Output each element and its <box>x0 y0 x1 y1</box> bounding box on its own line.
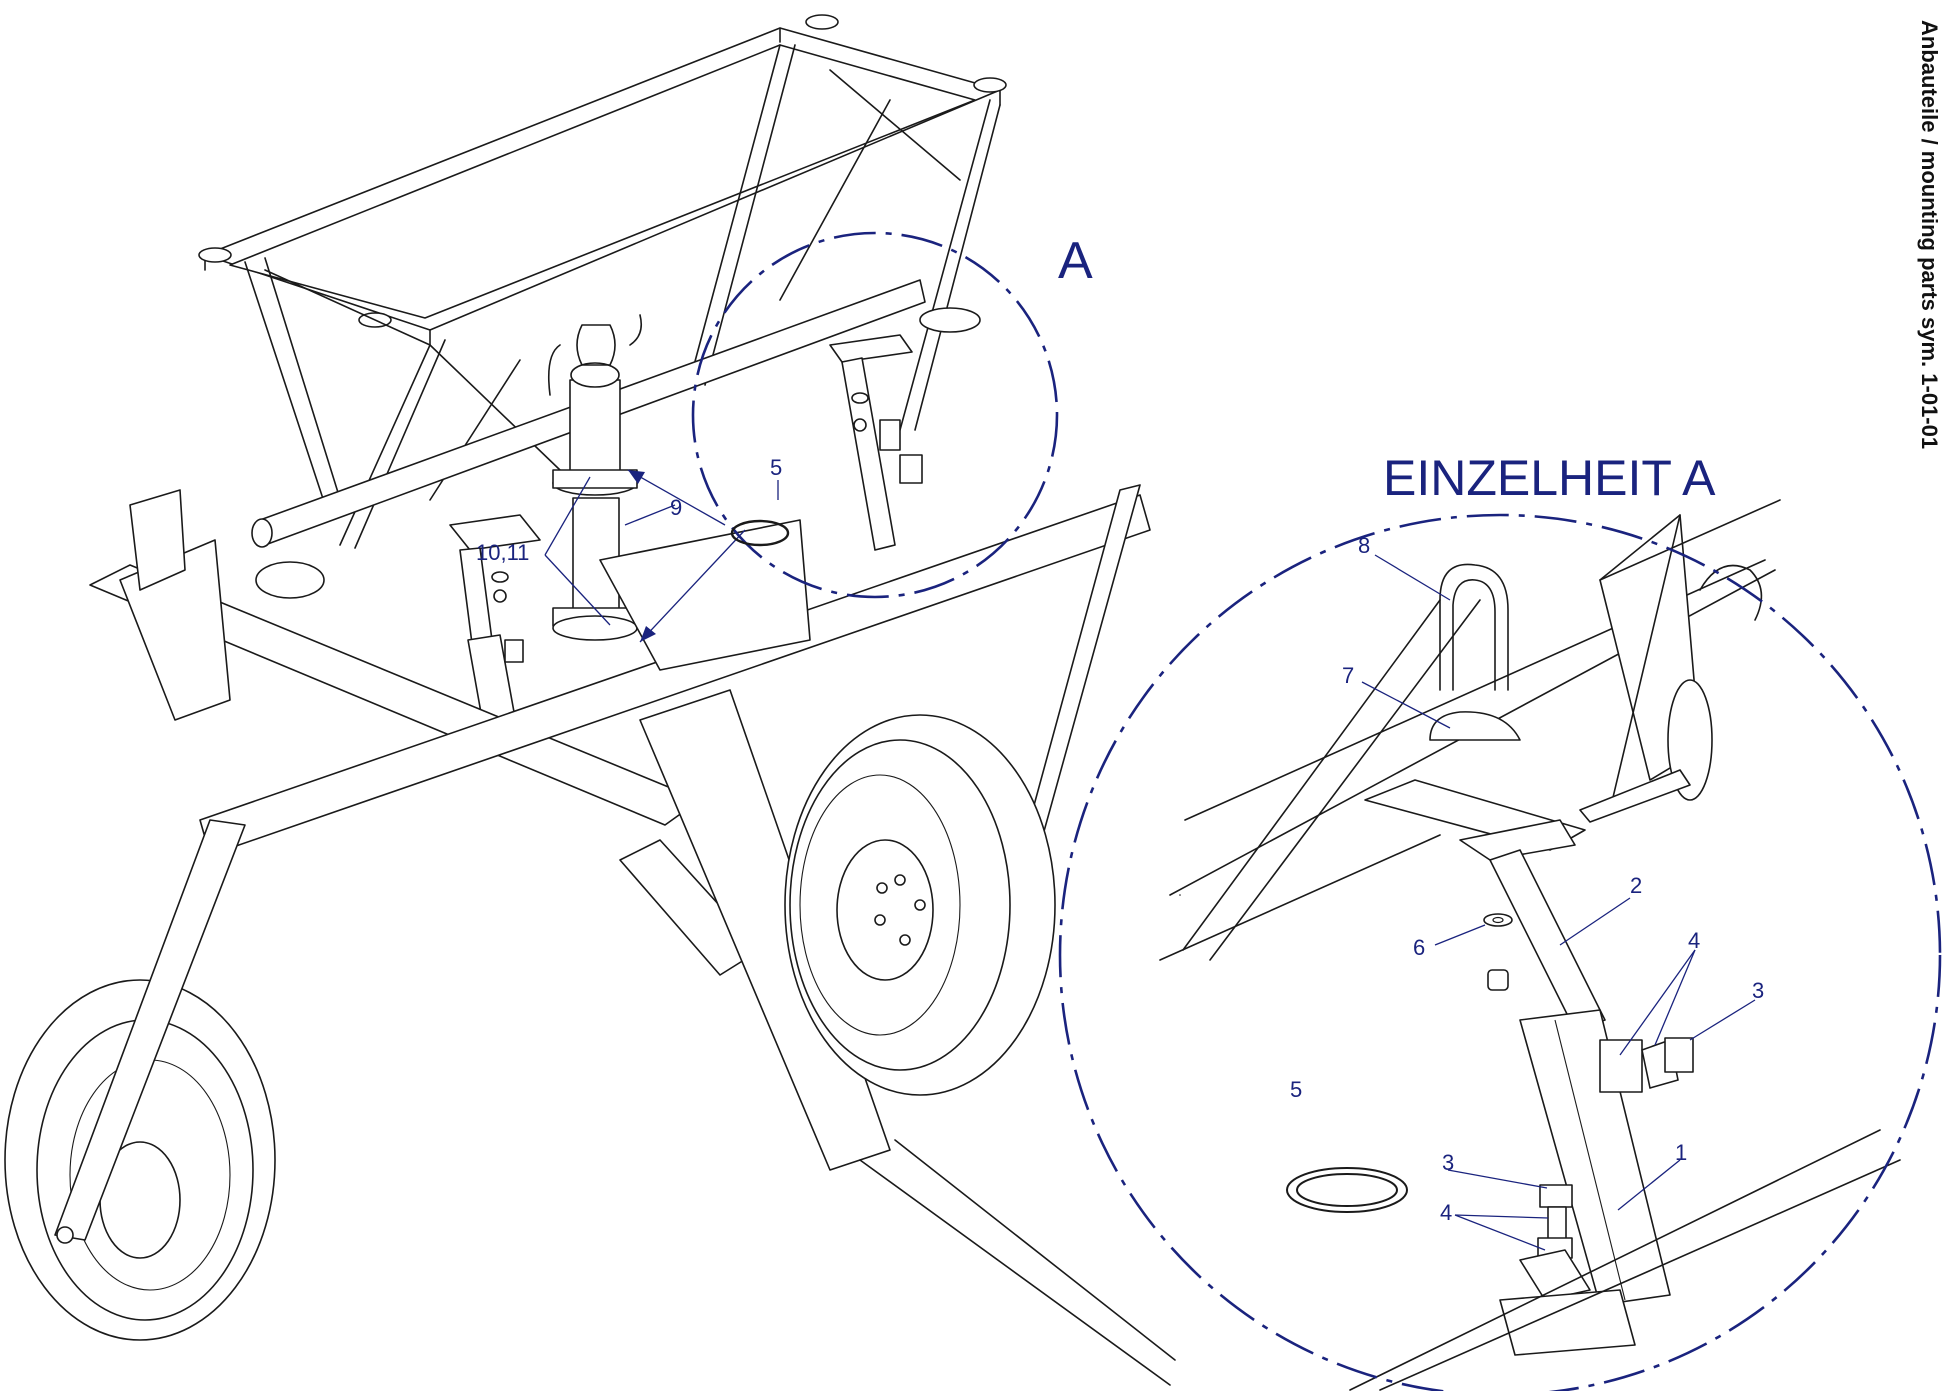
overview-leaders <box>544 469 790 643</box>
callout-detail-3-lower: 3 <box>1442 1150 1454 1175</box>
central-post <box>547 314 643 641</box>
callout-overview-5: 5 <box>770 455 782 480</box>
detail-circle-large <box>1058 513 1942 1391</box>
callout-detail-7: 7 <box>1342 663 1354 688</box>
callout-detail-6: 6 <box>1413 935 1425 960</box>
callout-overview-9: 9 <box>670 495 682 520</box>
callout-detail-1: 1 <box>1675 1140 1687 1165</box>
detail-circle-overview <box>691 231 1059 599</box>
callout-detail-8: 8 <box>1358 533 1370 558</box>
detail-view <box>1159 499 1901 1391</box>
right-wheel <box>784 714 1056 1096</box>
right-bracket <box>829 307 981 551</box>
callout-detail-3-upper: 3 <box>1752 978 1764 1003</box>
detail-leaders <box>1361 554 1756 1251</box>
callout-detail-4-upper: 4 <box>1688 928 1700 953</box>
detail-letter: A <box>1058 232 1093 290</box>
callout-overview-10-11: 10,11 <box>476 540 529 565</box>
left-wheel <box>4 819 276 1341</box>
sheet-side-title: Anbauteile / mounting parts sym. 1-01-01 <box>1917 20 1942 449</box>
detail-title: EINZELHEIT A <box>1383 450 1716 506</box>
callout-detail-5: 5 <box>1290 1077 1302 1102</box>
callout-detail-2: 2 <box>1630 873 1642 898</box>
callout-detail-4-lower: 4 <box>1440 1200 1452 1225</box>
